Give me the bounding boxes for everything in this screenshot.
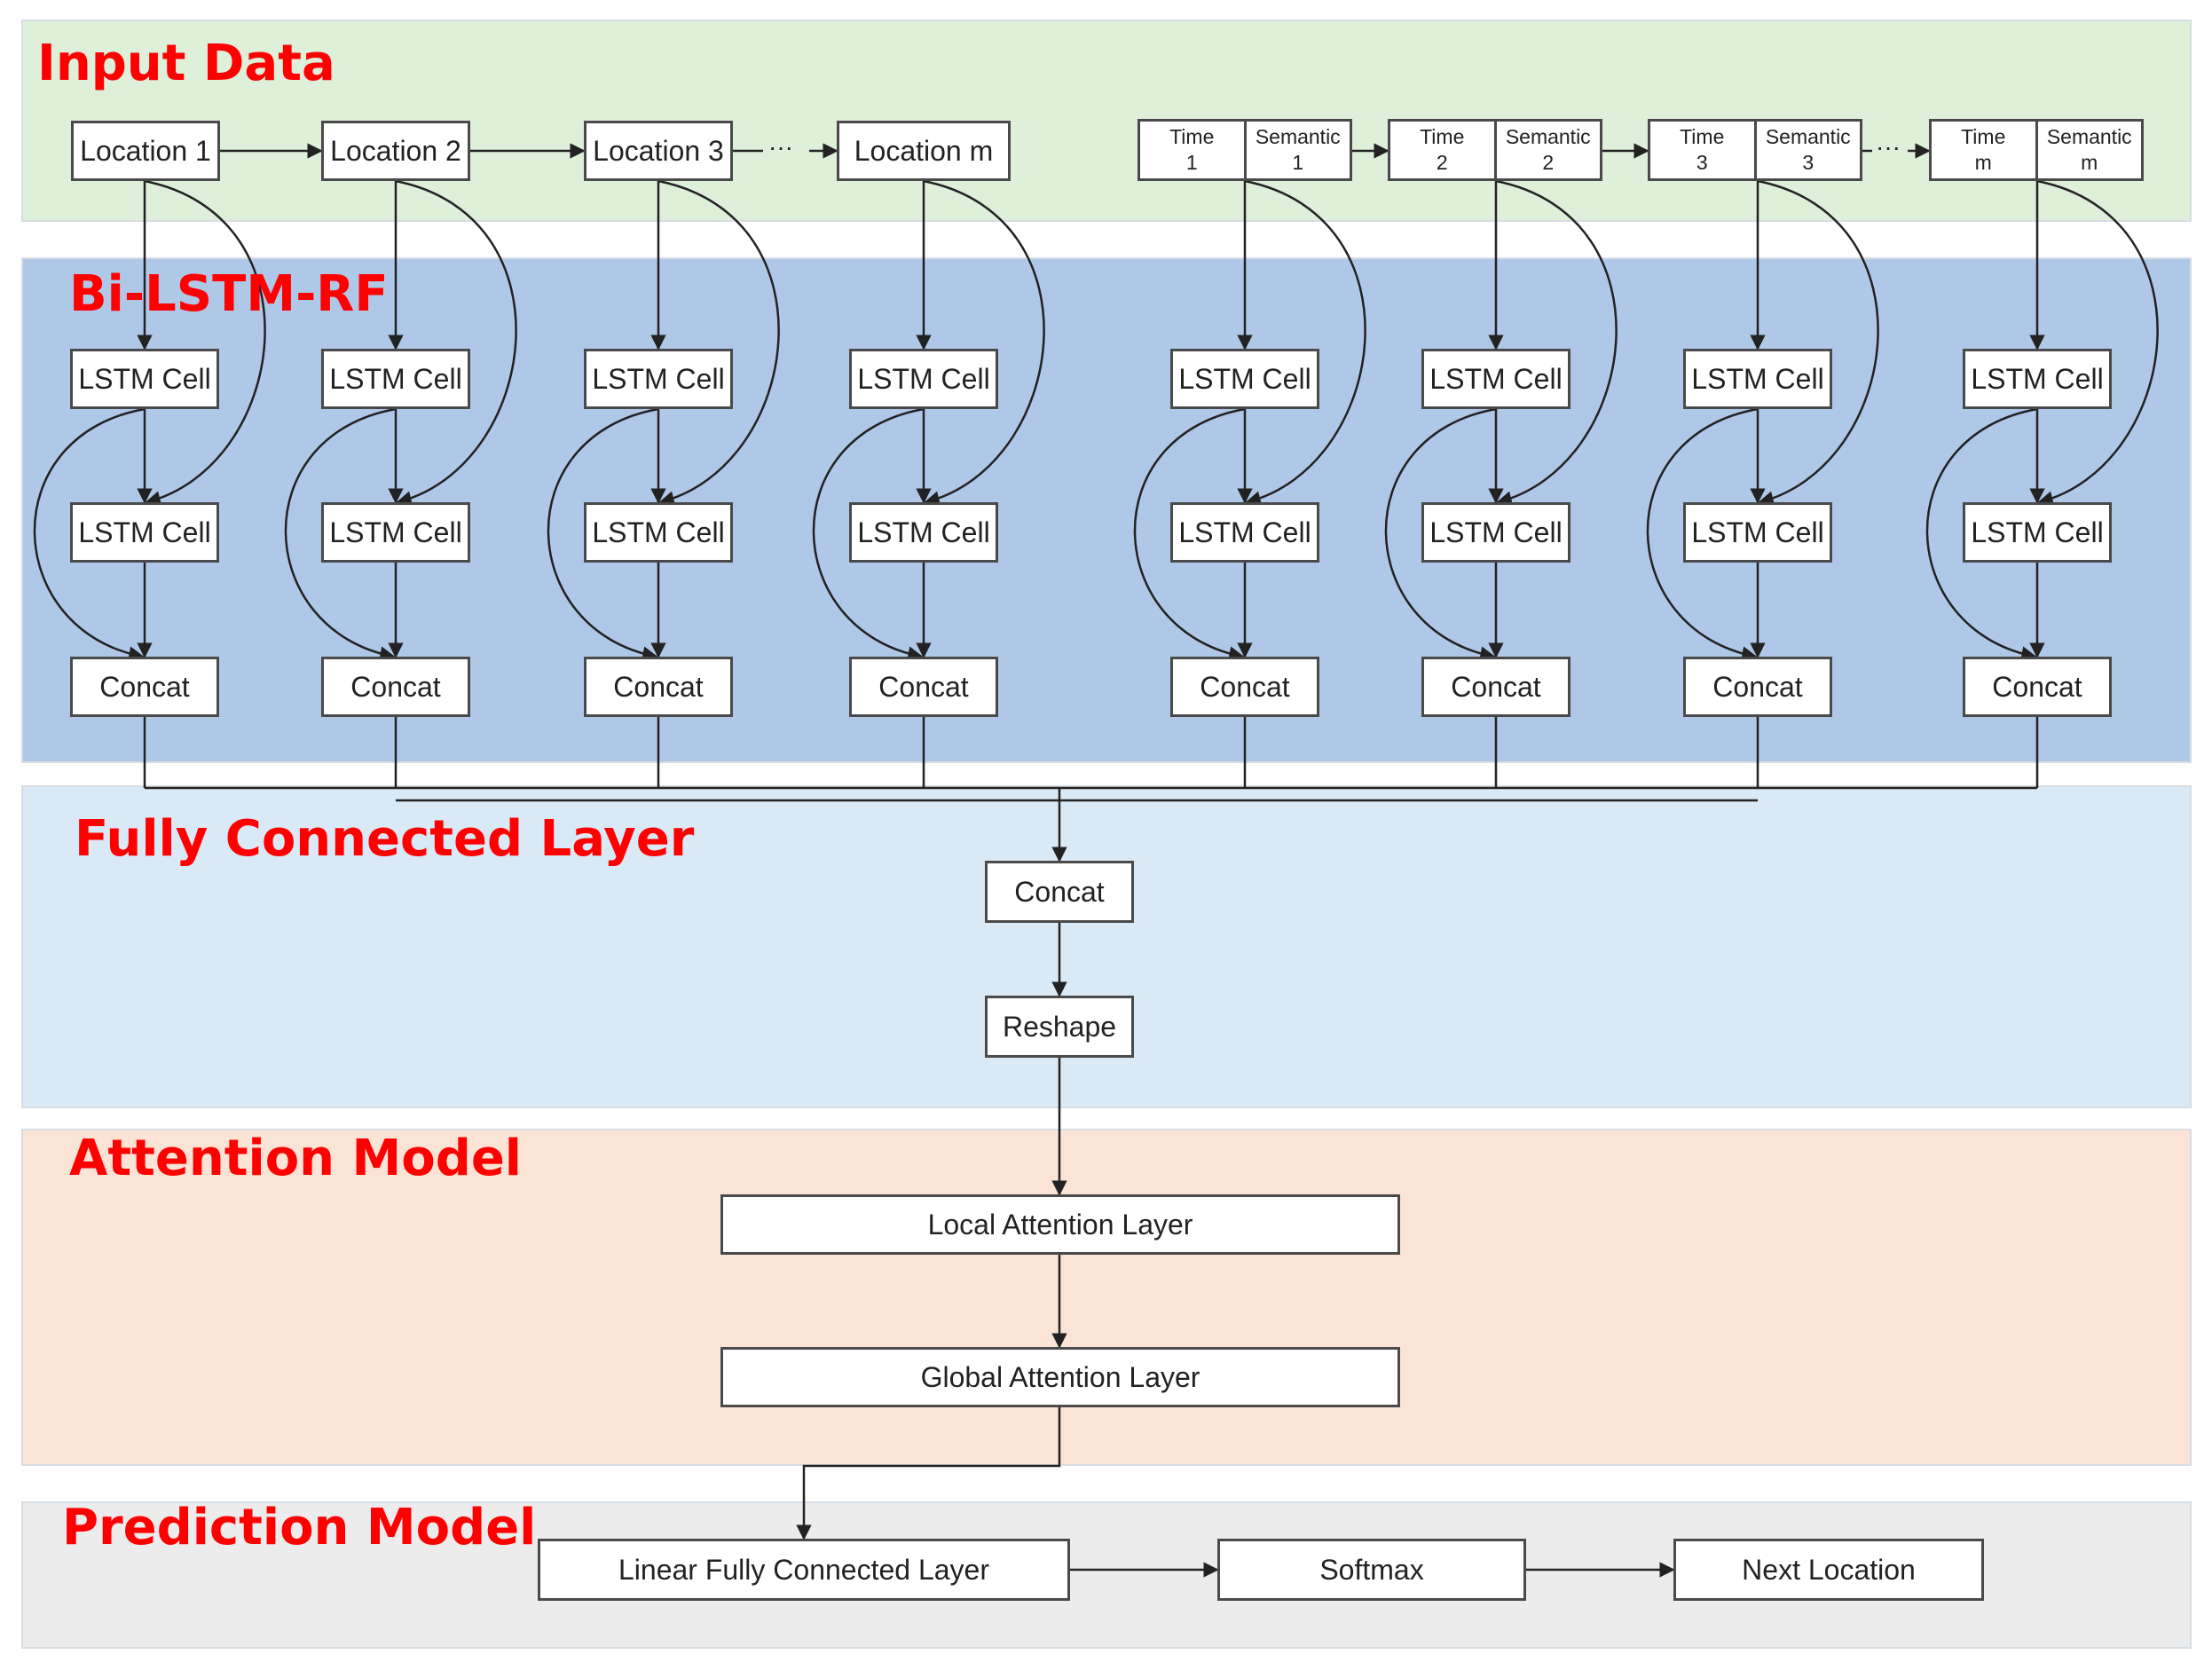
global-attention-box: Global Attention Layer: [720, 1347, 1400, 1407]
next-location-box: Next Location: [1673, 1539, 1984, 1601]
concat-box-2: Concat: [321, 657, 470, 717]
softmax-box: Softmax: [1217, 1539, 1526, 1601]
skip-arc-left-1: [33, 407, 146, 662]
concat-box-6: Concat: [1421, 657, 1570, 717]
lstm-cell-backward-box-7: LSTM Cell: [1683, 502, 1832, 563]
linear-fc-box: Linear Fully Connected Layer: [538, 1539, 1070, 1601]
skip-arc-right-3: [657, 179, 780, 507]
time-semantic-ellipsis: ···: [1876, 133, 1901, 161]
lstm-cell-backward-box-3: LSTM Cell: [584, 502, 733, 563]
concat-box-3: Concat: [584, 657, 733, 717]
reshape-box: Reshape: [985, 996, 1134, 1058]
lstm-cell-forward-box-8: LSTM Cell: [1963, 349, 2112, 409]
lstm-cell-forward-box-1: LSTM Cell: [70, 349, 219, 409]
skip-arc-left-5: [1133, 407, 1246, 662]
lstm-cell-forward-box-4: LSTM Cell: [849, 349, 998, 409]
attention-model-title: Attention Model: [69, 1130, 522, 1187]
fully-connected-band: [21, 785, 2192, 1108]
lstm-cell-backward-box-5: LSTM Cell: [1170, 502, 1319, 563]
skip-arc-right-2: [395, 179, 517, 507]
lstm-cell-forward-box-6: LSTM Cell: [1421, 349, 1570, 409]
lstm-cell-forward-box-7: LSTM Cell: [1683, 349, 1832, 409]
concat-box-1: Concat: [70, 657, 219, 717]
location-ellipsis: ···: [768, 133, 793, 161]
lstm-cell-backward-box-8: LSTM Cell: [1963, 502, 2112, 563]
lstm-cell-forward-box-2: LSTM Cell: [321, 349, 470, 409]
lstm-cell-forward-box-5: LSTM Cell: [1170, 349, 1319, 409]
fully-connected-title: Fully Connected Layer: [75, 810, 695, 868]
skip-arc-right-7: [1757, 179, 1879, 507]
concat-box-8: Concat: [1963, 657, 2112, 717]
attention-band: [21, 1129, 2192, 1466]
skip-arc-right-1: [144, 179, 266, 507]
location-3-box: Location 3: [584, 121, 733, 181]
lstm-cell-backward-box-2: LSTM Cell: [321, 502, 470, 563]
skip-arc-left-4: [812, 407, 925, 662]
skip-arc-right-6: [1495, 179, 1618, 507]
input-data-title: Input Data: [37, 35, 335, 92]
local-attention-box: Local Attention Layer: [720, 1194, 1400, 1255]
bilstm-title: Bi-LSTM-RF: [69, 265, 389, 323]
skip-arc-left-2: [284, 407, 397, 662]
location-1-box: Location 1: [71, 121, 220, 181]
skip-arc-right-5: [1244, 179, 1366, 507]
prediction-model-title: Prediction Model: [62, 1499, 537, 1556]
fc-concat-box: Concat: [985, 861, 1134, 923]
concat-box-4: Concat: [849, 657, 998, 717]
lstm-cell-forward-box-3: LSTM Cell: [584, 349, 733, 409]
location-m-box: Location m: [837, 121, 1011, 181]
skip-arc-right-8: [2036, 179, 2159, 507]
global-to-linear-arrow: [796, 1407, 1061, 1540]
concat-box-7: Concat: [1683, 657, 1832, 717]
skip-arc-right-4: [923, 179, 1045, 507]
skip-arc-left-8: [1925, 407, 2038, 662]
concat-box-5: Concat: [1170, 657, 1319, 717]
skip-arc-left-7: [1646, 407, 1759, 662]
skip-arc-left-6: [1384, 407, 1497, 662]
lstm-cell-backward-box-4: LSTM Cell: [849, 502, 998, 563]
lstm-cell-backward-box-1: LSTM Cell: [70, 502, 219, 563]
skip-arc-left-3: [547, 407, 659, 662]
lstm-cell-backward-box-6: LSTM Cell: [1421, 502, 1570, 563]
location-2-box: Location 2: [321, 121, 470, 181]
